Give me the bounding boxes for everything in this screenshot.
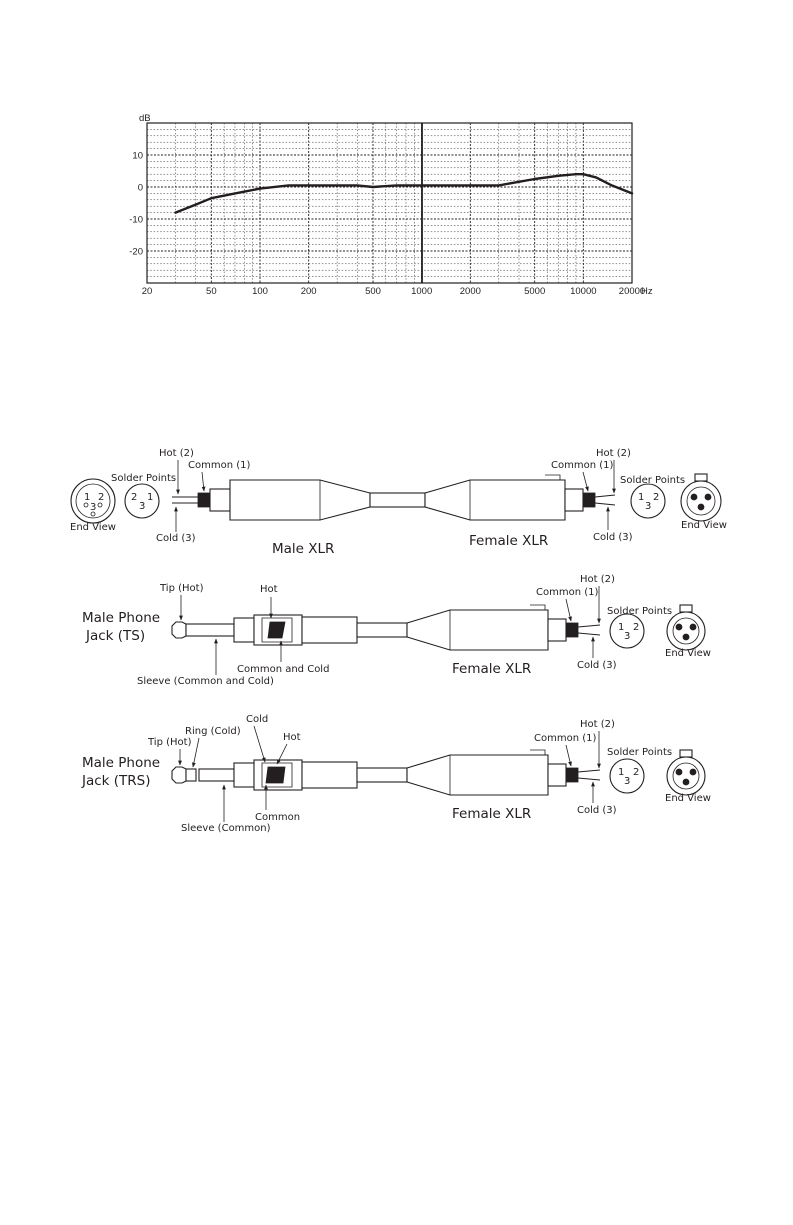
end-view-pin-2: 2 <box>98 492 104 503</box>
xlr-cable-jacket <box>369 492 426 508</box>
chart-minor-grid <box>147 123 632 283</box>
trs-tip-label: Tip (Hot) <box>147 737 192 748</box>
female-xlr-body <box>424 479 566 521</box>
end-view-pin-3: 3 <box>90 502 96 513</box>
trs-solder-points-label: Solder Points <box>607 747 672 758</box>
male-xlr-body <box>229 479 371 521</box>
chart-y-tick-label: 10 <box>132 151 143 162</box>
xlr-left-cold-label: Cold (3) <box>156 533 196 544</box>
end-view-pin-1: 1 <box>84 492 90 503</box>
ts-xlr-common-label: Common (1) <box>536 587 598 598</box>
chart-x-tick-label: 2000 <box>460 286 481 297</box>
chart-frame <box>146 122 633 284</box>
chart-x-tick-label: 1000 <box>411 286 432 297</box>
female-end-view-label: End View <box>681 520 727 531</box>
ts-jack-label-line2: Jack (TS) <box>85 628 145 644</box>
xlr-left-hot-label: Hot (2) <box>159 448 194 459</box>
ts-end-view-label: End View <box>665 648 711 659</box>
ts-female-xlr-body <box>406 609 549 651</box>
ts-common-cold-label: Common and Cold <box>237 664 329 675</box>
trs-cold-label: Cold <box>246 714 268 725</box>
trs-xlr-common-label: Common (1) <box>534 733 596 744</box>
trs-xlr-hot-label: Hot (2) <box>580 719 615 730</box>
ts-xlr-hot-label: Hot (2) <box>580 574 615 585</box>
chart-x-tick-label: 5000 <box>524 286 545 297</box>
solder-pin-1-right: 1 <box>638 492 644 503</box>
chart-major-grid <box>147 123 632 283</box>
solder-pin-2-left: 2 <box>131 492 137 503</box>
male-solder-points-view: 2 1 3 <box>124 483 160 519</box>
chart-x-tick-label: 100 <box>252 286 268 297</box>
trs-female-xlr-body <box>406 754 549 796</box>
ts-xlr-end-view <box>666 604 706 651</box>
female-solder-points-view: 1 2 3 <box>630 483 666 519</box>
trs-hot-label: Hot <box>283 732 301 743</box>
ts-hot-label: Hot <box>260 584 278 595</box>
chart-x-tick-label: 500 <box>365 286 381 297</box>
chart-y-tick-label: 0 <box>138 183 143 194</box>
chart-series-line <box>174 173 634 214</box>
trs-xlr-end-view <box>666 749 706 796</box>
trs-ring-label: Ring (Cold) <box>185 726 241 737</box>
female-xlr-label: Female XLR <box>469 533 548 549</box>
ts-to-xlr-cable-diagram: Male Phone Jack (TS) 1 2 3 Solder Points <box>82 574 711 687</box>
chart-y-tick-labels: 10 0 -10 -20 <box>129 151 143 258</box>
ts-solder-points-label: Solder Points <box>607 606 672 617</box>
trs-plug-ring <box>185 768 197 782</box>
male-xlr-label: Male XLR <box>272 541 334 557</box>
xlr-left-common-label: Common (1) <box>188 460 250 471</box>
chart-x-tick-label: 50 <box>206 286 217 297</box>
chart-y-tick-label: -10 <box>129 215 143 226</box>
ts-jack-label-line1: Male Phone <box>82 610 160 626</box>
trs-solder-points-view: 1 2 3 <box>609 758 645 794</box>
ts-plug-tip <box>171 621 187 639</box>
chart-y-tick-label: -20 <box>129 247 143 258</box>
trs-common-label: Common <box>255 812 300 823</box>
chart-x-tick-label: 200 <box>301 286 317 297</box>
xlr-right-common-label: Common (1) <box>551 460 613 471</box>
chart-x-tick-labels: 20 50 100 200 500 1000 2000 5000 10000 20000 <box>142 286 646 297</box>
chart-x-tick-label: 10000 <box>570 286 596 297</box>
trs-female-xlr-label: Female XLR <box>452 806 531 822</box>
trs-solder-pin-3: 3 <box>624 776 630 787</box>
trs-end-view-label: End View <box>665 793 711 804</box>
ts-solder-points-view: 1 2 3 <box>609 613 645 649</box>
trs-solder-pin-2: 2 <box>633 767 639 778</box>
chart-x-tick-label: 20 <box>142 286 153 297</box>
chart-y-axis-label: dB <box>139 113 151 124</box>
male-xlr-end-view: 1 2 3 <box>70 478 116 524</box>
ts-xlr-cold-label: Cold (3) <box>577 660 617 671</box>
female-solder-points-label: Solder Points <box>620 475 685 486</box>
solder-pin-3-left: 3 <box>139 501 145 512</box>
ts-solder-pin-3: 3 <box>624 631 630 642</box>
solder-pin-1-left: 1 <box>147 492 153 503</box>
ts-sleeve-label: Sleeve (Common and Cold) <box>137 676 274 687</box>
ts-solder-pin-1: 1 <box>618 622 624 633</box>
ts-plug-sleeve <box>185 623 235 637</box>
chart-x-tick-label: 20000 <box>619 286 645 297</box>
chart-x-axis-label: Hz <box>641 286 653 297</box>
trs-plug-tip <box>171 766 187 784</box>
female-xlr-end-view <box>680 473 722 522</box>
male-end-view-label: End View <box>70 522 116 533</box>
xlr-right-hot-label: Hot (2) <box>596 448 631 459</box>
trs-jack-label-line2: Jack (TRS) <box>81 773 151 789</box>
ts-tip-label: Tip (Hot) <box>159 583 204 594</box>
ts-female-xlr-label: Female XLR <box>452 661 531 677</box>
ts-solder-pin-2: 2 <box>633 622 639 633</box>
trs-to-xlr-cable-diagram: Male Phone Jack (TRS) 1 2 3 Solder Point… <box>81 714 711 834</box>
xlr-to-xlr-cable-diagram: 1 2 3 End View 2 1 3 Solder Points <box>70 448 727 557</box>
male-solder-points-label: Solder Points <box>111 473 176 484</box>
solder-pin-2-right: 2 <box>653 492 659 503</box>
trs-plug-sleeve <box>198 768 235 782</box>
trs-xlr-cold-label: Cold (3) <box>577 805 617 816</box>
trs-sleeve-label: Sleeve (Common) <box>181 823 271 834</box>
solder-pin-3-right: 3 <box>645 501 651 512</box>
trs-jack-label-line1: Male Phone <box>82 755 160 771</box>
trs-solder-pin-1: 1 <box>618 767 624 778</box>
xlr-right-cold-label: Cold (3) <box>593 532 633 543</box>
